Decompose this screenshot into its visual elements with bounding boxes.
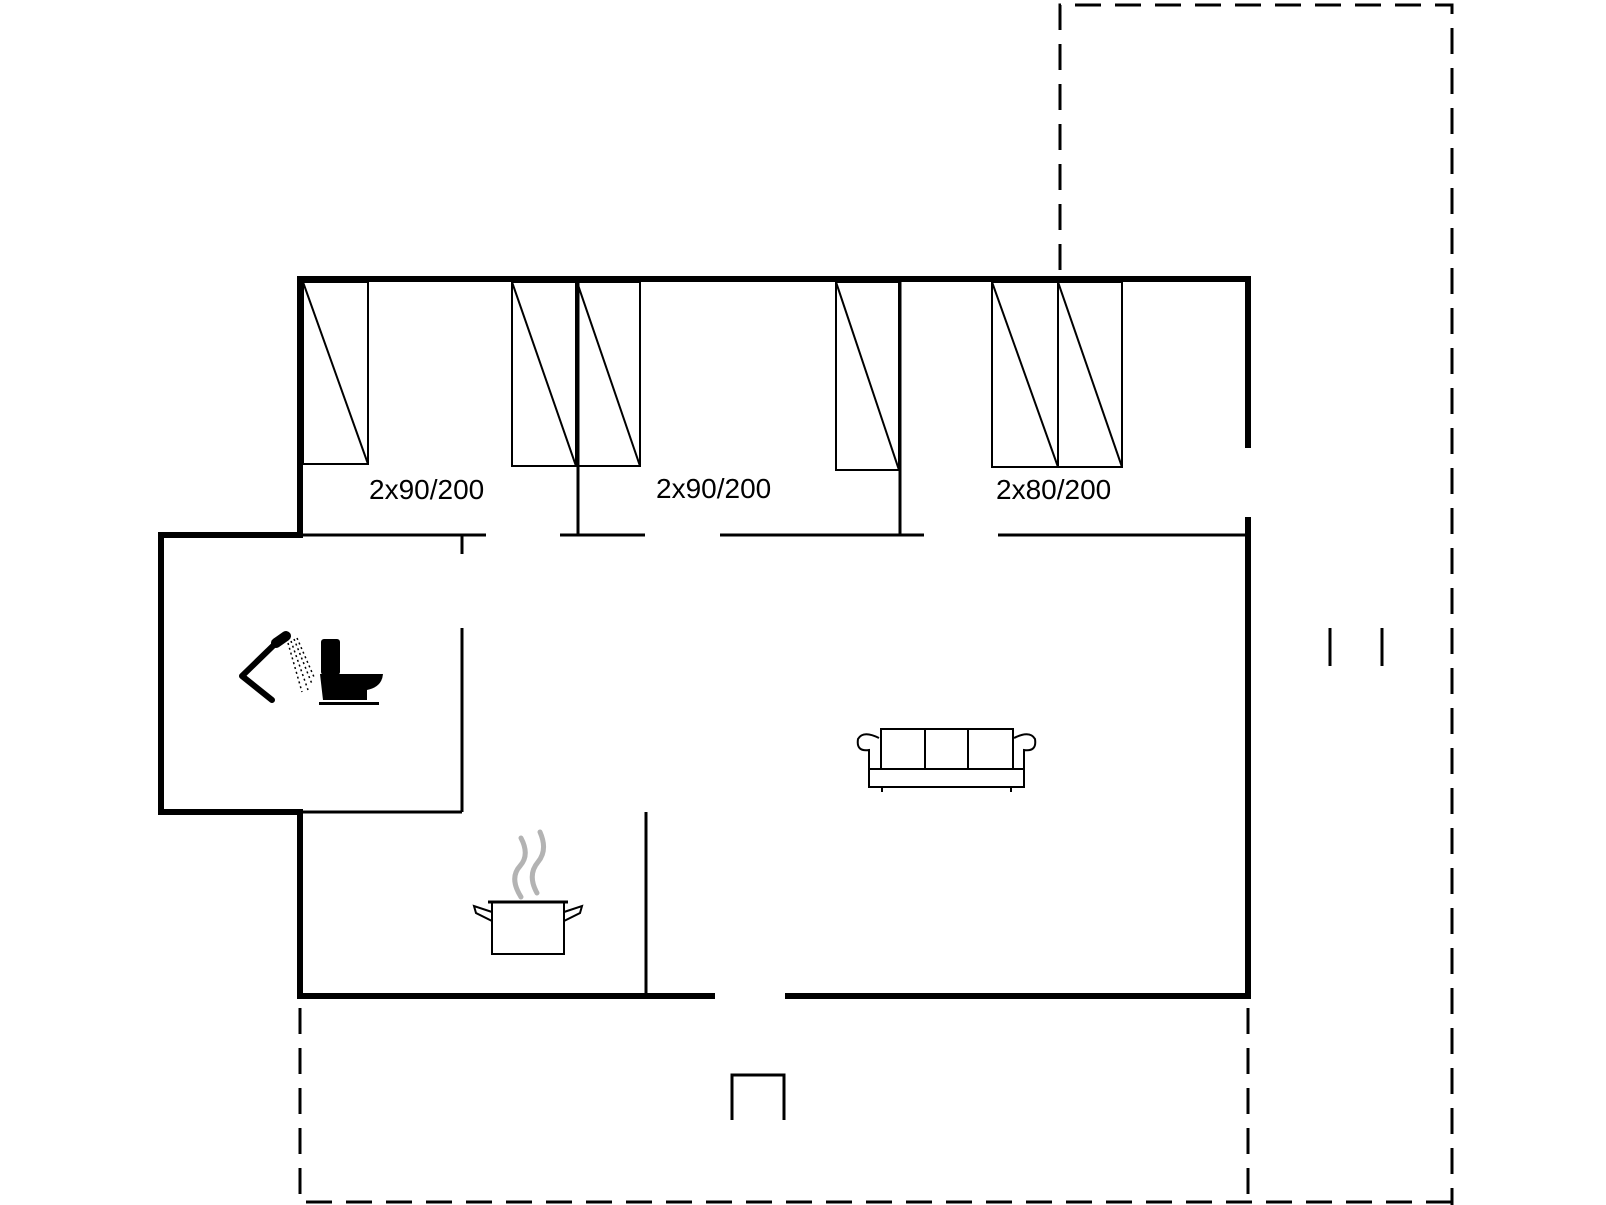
shower-icon [239,631,315,703]
toilet-icon [319,639,383,705]
wardrobe-room2-left [576,281,641,467]
wardrobe-room3-left [991,281,1059,468]
entrance-step [730,1073,786,1120]
wardrobe-room1-left [302,281,369,465]
interior-walls [300,282,1248,996]
wardrobe-room1-right [511,281,577,467]
bed-label-room2: 2x90/200 [656,473,771,504]
bed-label-room3: 2x80/200 [996,474,1111,505]
exterior-walls [158,276,1251,999]
wardrobe-room3-right [1057,281,1123,468]
terrace-step-marks [1328,628,1384,666]
terrace-outline-right [1058,3,1454,1205]
sofa-icon [856,728,1037,792]
wardrobe-room2-right [835,281,900,471]
cooking-pot-icon [472,829,584,955]
bed-label-room1: 2x90/200 [369,474,484,505]
terrace-outline-bottom [298,1008,1452,1204]
